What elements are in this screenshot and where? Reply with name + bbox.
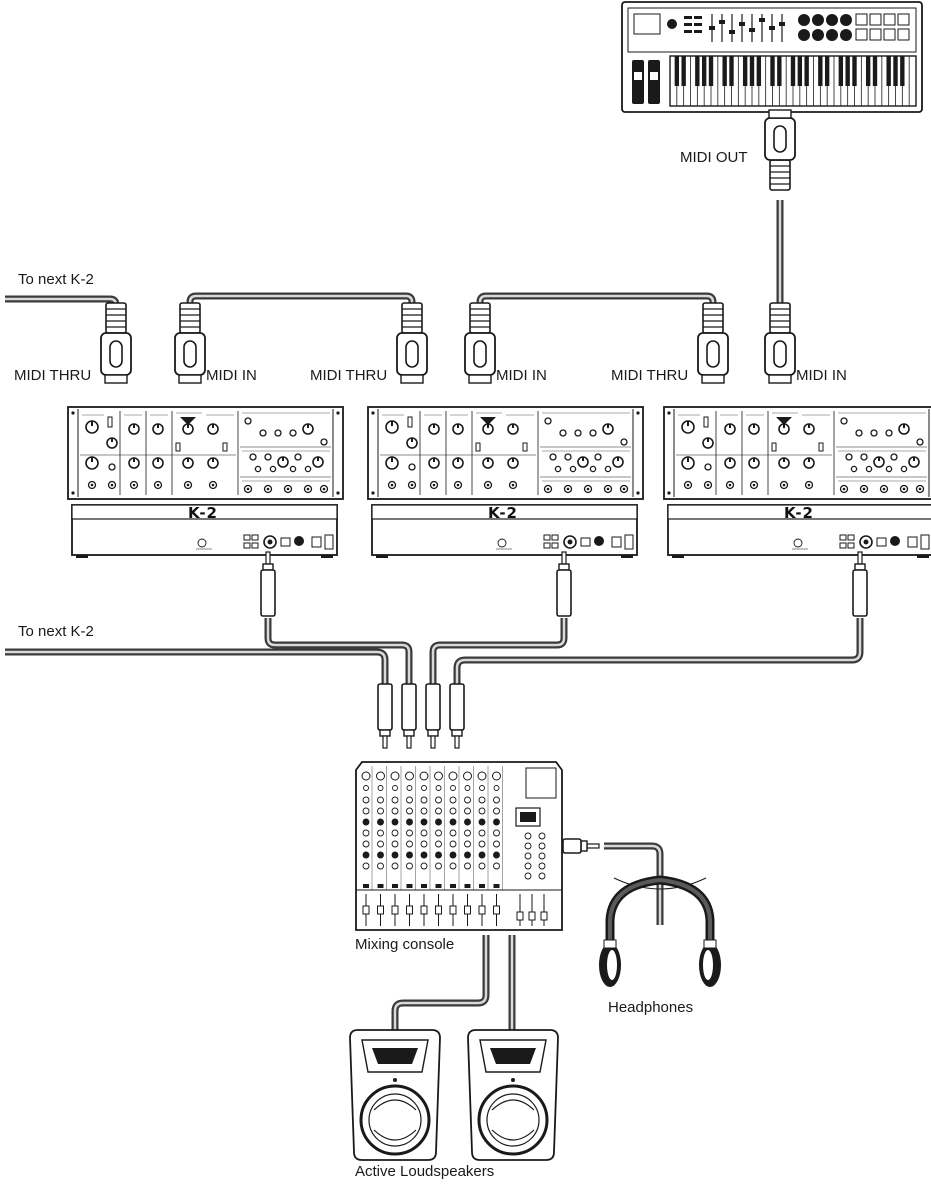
unit3-midi-in-plug [764, 302, 796, 384]
unit3-midi-thru-label: MIDI THRU [611, 367, 689, 384]
loudspeaker-right [467, 1029, 559, 1161]
unit2-model-label: K-2 [488, 504, 518, 522]
synth-panel [367, 406, 644, 500]
synth-output-plugs [260, 551, 868, 617]
unit3-midi-thru-plug [697, 302, 729, 384]
synth-unit-1 [67, 406, 344, 559]
synth-panel [67, 406, 344, 500]
headphones [599, 875, 721, 987]
mixer-channel-strips [361, 766, 548, 926]
unit2-midi-thru-label: MIDI THRU [310, 367, 388, 384]
midi-keyboard [621, 1, 923, 113]
mixer-input-plugs [377, 683, 465, 749]
loudspeaker-left [349, 1029, 441, 1161]
active-loudspeakers-label: Active Loudspeakers [355, 1163, 495, 1180]
unit1-midi-in-label: MIDI IN [206, 367, 257, 384]
midi-out-label: MIDI OUT [680, 149, 748, 166]
keyboard-keys [674, 56, 910, 106]
midi-out-plug [764, 109, 796, 191]
unit3-model-label: K-2 [784, 504, 814, 522]
unit1-model-label: K-2 [188, 504, 218, 522]
unit1-midi-thru-label: MIDI THRU [14, 367, 92, 384]
unit2-midi-in-label: MIDI IN [496, 367, 547, 384]
unit1-midi-in-plug [174, 302, 206, 384]
to-next-k2-bottom-label: To next K-2 [18, 623, 94, 640]
unit1-midi-thru-plug [100, 302, 132, 384]
headphone-plug [562, 838, 600, 854]
mixing-console [355, 761, 563, 931]
unit2-midi-in-plug [464, 302, 496, 384]
synth-unit-2 [367, 406, 644, 559]
unit3-midi-in-label: MIDI IN [796, 367, 847, 384]
to-next-k2-top-label: To next K-2 [18, 271, 94, 288]
mixing-console-label: Mixing console [355, 936, 455, 953]
synth-panel [663, 406, 931, 500]
synth-unit-3 [663, 406, 931, 559]
unit2-midi-thru-plug [396, 302, 428, 384]
headphones-label: Headphones [608, 999, 694, 1016]
audio-cables [5, 618, 864, 1030]
